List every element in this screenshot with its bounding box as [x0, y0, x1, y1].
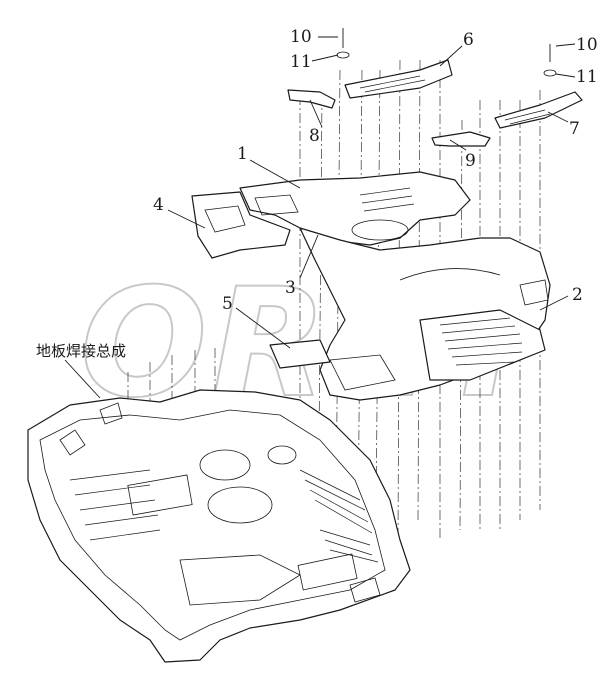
part-7-trim	[494, 91, 583, 129]
callout-11-right: 11	[576, 67, 598, 87]
callout-11-left: 11	[290, 52, 312, 72]
callout-labels: 10 11 8 6 10 11 7 9 1 4 3 2 5 地板焊接总成	[36, 27, 598, 360]
callout-2: 2	[572, 285, 583, 305]
callout-10-left: 10	[290, 27, 312, 47]
leader-lines	[64, 36, 576, 399]
callout-6: 6	[463, 30, 474, 50]
caption-floor-weld-assembly: 地板焊接总成	[36, 342, 126, 360]
callout-8: 8	[309, 126, 320, 146]
floor-weld-assembly	[27, 389, 411, 663]
fastener-left	[336, 28, 350, 59]
part-8-trim	[287, 89, 336, 109]
callout-5: 5	[222, 294, 233, 314]
part-2-3-carpet	[299, 227, 551, 401]
part-1-carpet	[239, 171, 471, 246]
part-5-plate	[269, 339, 331, 369]
fastener-right	[543, 44, 557, 77]
part-6-trim	[344, 59, 453, 99]
callout-1: 1	[237, 144, 248, 164]
callout-9: 9	[465, 151, 476, 171]
part-9-trim	[431, 131, 491, 147]
callout-4: 4	[153, 195, 164, 215]
callout-10-right: 10	[576, 35, 598, 55]
callout-3: 3	[285, 278, 296, 298]
part-4-panel	[191, 191, 291, 259]
callout-7: 7	[569, 119, 580, 139]
